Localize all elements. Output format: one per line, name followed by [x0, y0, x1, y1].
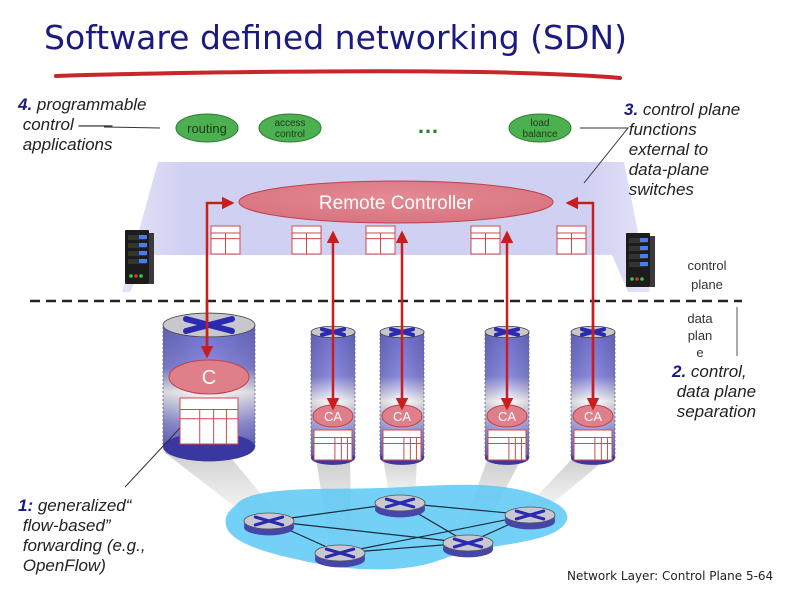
annotation-external-control: 3. control plane functions external to d…: [624, 100, 740, 200]
annotation-programmable-apps: 4. programmable control —— applications: [18, 95, 147, 155]
local-controller-label: C: [202, 367, 216, 389]
table-frame: [487, 429, 527, 461]
annotation-number: 4.: [18, 95, 33, 114]
network-link: [268, 520, 469, 544]
server-led-green: [630, 277, 634, 281]
server-led-blue: [640, 238, 648, 242]
router-cross-icon: [452, 537, 484, 549]
router-cross-icon: [514, 509, 546, 521]
remote-controller: Remote Controller: [238, 180, 554, 224]
leader-line-flow: [124, 427, 181, 488]
network-router-1: [243, 512, 295, 536]
server-led-blue: [139, 243, 147, 247]
annotation-text: control plane functions external to data…: [628, 100, 741, 199]
annotation-text: generalized“ flow-based” forwarding (e.g…: [22, 496, 146, 575]
server-led-green: [139, 274, 143, 278]
annotation-number: 2.: [672, 362, 687, 381]
control-agent-label: CA: [584, 409, 602, 424]
server-side: [650, 236, 655, 287]
server-side: [149, 233, 154, 284]
switch-cross-icon: [183, 316, 235, 334]
network-link: [339, 514, 531, 554]
control-agent-label: CA: [498, 409, 516, 424]
control-flow-table-3: [365, 225, 396, 255]
server-bay: [629, 238, 647, 243]
app-ellipse: [508, 113, 572, 143]
server-led-green: [129, 274, 133, 278]
app-label: access: [274, 118, 305, 129]
local-controller-ellipse: [168, 359, 250, 395]
leader-line-apps: [103, 126, 161, 129]
annotation-number: 1:: [18, 496, 34, 515]
server-bay: [629, 246, 647, 251]
switch-flow-table: [487, 429, 527, 461]
server-led-blue: [139, 235, 147, 239]
table-frame: [573, 429, 613, 461]
slide-title: Software defined networking (SDN): [44, 18, 627, 57]
router-cross-icon: [384, 497, 416, 509]
app-label: load: [531, 118, 550, 129]
annotation-flow-forwarding: 1: generalized“ flow-based” forwarding (…: [18, 496, 146, 576]
network-router-5: [504, 506, 556, 530]
server-led-red: [134, 274, 138, 278]
annotation-text: programmable control —— applications: [22, 95, 147, 154]
table-frame: [382, 429, 422, 461]
switch-flow-table: [179, 397, 239, 445]
server-bay: [128, 251, 146, 256]
server-led-blue: [640, 246, 648, 250]
network-router-3: [374, 494, 426, 518]
title-underline: [54, 69, 622, 80]
server-icon-left: [125, 230, 154, 284]
control-plane-floor: [130, 255, 628, 292]
server-led-blue: [640, 254, 648, 258]
switch-flow-table: [313, 429, 353, 461]
app-label: balance: [522, 129, 557, 140]
server-bay: [128, 243, 146, 248]
app-label: routing: [187, 121, 227, 136]
ellipsis-more-apps: …: [417, 113, 439, 138]
control-flow-table-5: [556, 225, 587, 255]
network-router-4: [442, 534, 494, 558]
control-plane-label: control plane: [687, 258, 727, 292]
router-cross-icon: [324, 547, 356, 559]
switch-flow-table: [573, 429, 613, 461]
annotation-text: control, data plane separation: [676, 362, 757, 421]
server-led-red: [635, 277, 639, 281]
server-led-blue: [139, 251, 147, 255]
server-bay: [128, 235, 146, 240]
server-icon-right: [626, 233, 655, 287]
control-agent-label: CA: [324, 409, 342, 424]
network-router-2: [314, 544, 366, 568]
router-cross-icon: [253, 515, 285, 527]
server-bay: [128, 259, 146, 264]
controller-label: Remote Controller: [319, 193, 474, 214]
server-bay: [629, 254, 647, 259]
switch-flow-table: [382, 429, 422, 461]
table-frame: [179, 397, 239, 445]
control-flow-table-4: [470, 225, 501, 255]
table-frame: [313, 429, 353, 461]
data-plane-label: data plan e: [687, 311, 713, 360]
annotation-plane-separation: 2. control, data plane separation: [672, 362, 756, 422]
server-led-green: [640, 277, 644, 281]
control-flow-table-2: [291, 225, 322, 255]
app-ellipse: [258, 113, 322, 143]
controller-ellipse: [238, 180, 554, 224]
switch-with-controller: C: [162, 312, 256, 462]
app-routing: routing: [175, 113, 239, 143]
control-flow-table-1: [210, 225, 241, 255]
slide-footer: Network Layer: Control Plane 5-64: [567, 569, 774, 583]
server-led-blue: [139, 259, 147, 263]
annotation-number: 3.: [624, 100, 639, 119]
app-ellipse: [175, 113, 239, 143]
server-led-blue: [640, 262, 648, 266]
server-bay: [629, 262, 647, 267]
leader-line-external: [580, 127, 630, 184]
app-label: control: [275, 129, 305, 140]
control-agent-label: CA: [393, 409, 411, 424]
